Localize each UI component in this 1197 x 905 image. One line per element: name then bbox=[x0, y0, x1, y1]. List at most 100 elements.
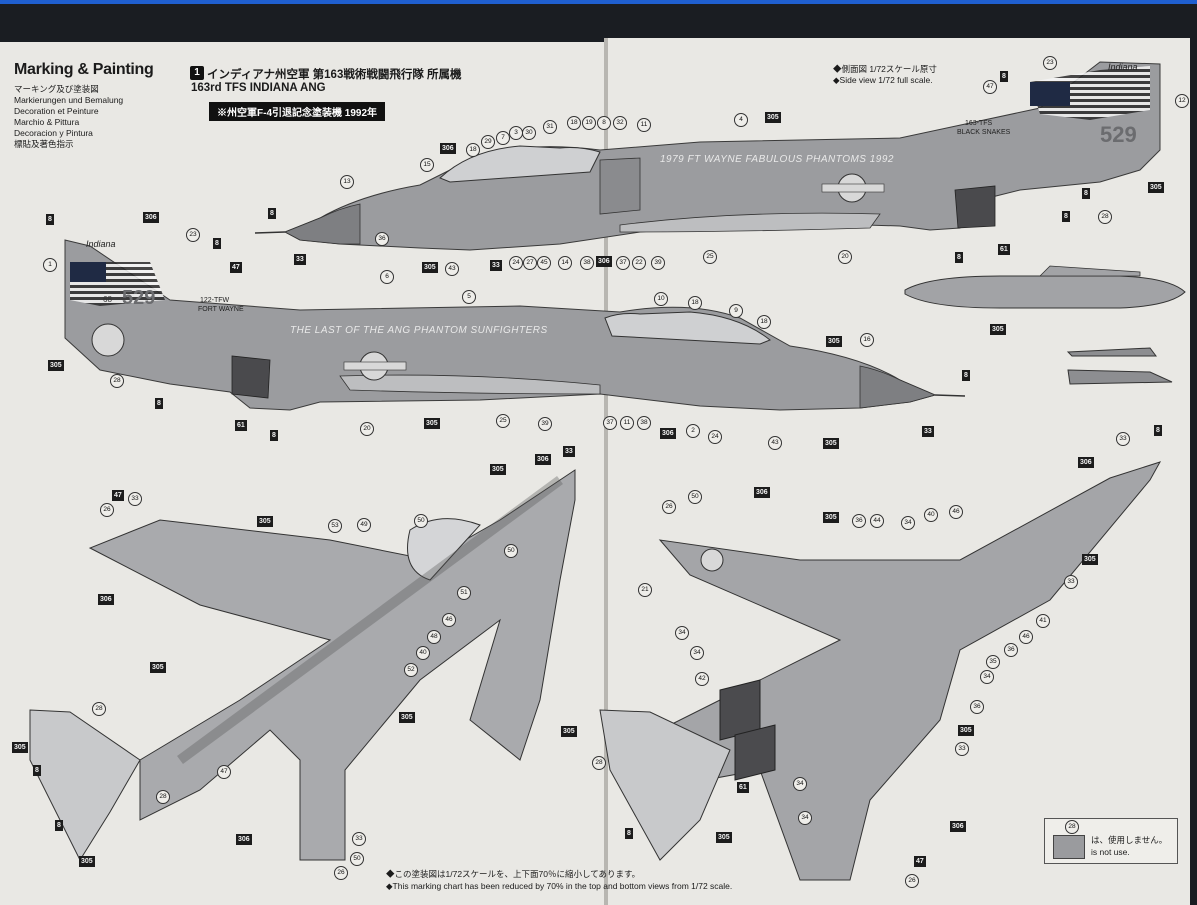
callout: 18 bbox=[757, 315, 771, 329]
callout: 52 bbox=[404, 663, 418, 677]
plan-view-bottom bbox=[599, 461, 1162, 881]
callout: 46 bbox=[442, 613, 456, 627]
callout: 26 bbox=[662, 500, 676, 514]
paint-code: 305 bbox=[765, 112, 781, 123]
callout: 28 bbox=[592, 756, 606, 770]
callout: 24 bbox=[509, 256, 523, 270]
callout: 43 bbox=[445, 262, 459, 276]
plan-view-top-spine bbox=[177, 475, 563, 765]
callout: 53 bbox=[328, 519, 342, 533]
paint-code: 305 bbox=[422, 262, 438, 273]
paint-code: 305 bbox=[716, 832, 732, 843]
callout: 36 bbox=[852, 514, 866, 528]
callout: 26 bbox=[334, 866, 348, 880]
callout: 10 bbox=[654, 292, 668, 306]
callout: 39 bbox=[651, 256, 665, 270]
callout: 36 bbox=[375, 232, 389, 246]
paint-code: 8 bbox=[1154, 425, 1162, 436]
paint-code: 305 bbox=[48, 360, 64, 371]
side-view-right-roundel-bar bbox=[821, 183, 885, 193]
paint-code: 8 bbox=[55, 820, 63, 831]
footer-note-jp: ◆この塗装図は1/72スケールを、上下面70％に縮小してあります。 bbox=[386, 869, 641, 879]
callout: 28 bbox=[156, 790, 170, 804]
side-view-left-fin-name: Indiana bbox=[86, 239, 116, 249]
paint-code: 33 bbox=[294, 254, 306, 265]
callout: 51 bbox=[457, 586, 471, 600]
callout: 33 bbox=[128, 492, 142, 506]
paint-code: 306 bbox=[1078, 457, 1094, 468]
side-view-left-tail-year: 68 bbox=[103, 295, 112, 304]
callout: 50 bbox=[414, 514, 428, 528]
paint-code: 33 bbox=[490, 260, 502, 271]
paint-code: 8 bbox=[955, 252, 963, 263]
side-view-left-radome bbox=[859, 365, 937, 409]
paint-code: 305 bbox=[561, 726, 577, 737]
drop-tank-fin bbox=[1039, 265, 1141, 277]
drop-tank-drawings bbox=[904, 265, 1186, 385]
callout: 42 bbox=[695, 672, 709, 686]
paint-code: 305 bbox=[826, 336, 842, 347]
plan-view-top-airframe bbox=[88, 469, 576, 861]
paint-code: 305 bbox=[1148, 182, 1164, 193]
side-view-right-fin-flag bbox=[1030, 66, 1150, 120]
paint-code: 8 bbox=[155, 398, 163, 409]
title-lang-de: Markierungen und Bemalung bbox=[14, 95, 124, 105]
callout: 41 bbox=[1036, 614, 1050, 628]
side-view-left-fin-badge bbox=[91, 323, 125, 357]
paint-code: 8 bbox=[1082, 188, 1090, 199]
callout: 20 bbox=[838, 250, 852, 264]
unit-name-en: 163rd TFS INDIANA ANG bbox=[191, 82, 326, 94]
callout: 39 bbox=[538, 417, 552, 431]
paint-code: 306 bbox=[98, 594, 114, 605]
callout: 18 bbox=[567, 116, 581, 130]
page-title: Marking & Painting bbox=[14, 61, 154, 78]
callout: 46 bbox=[1019, 630, 1033, 644]
paint-code: 33 bbox=[922, 426, 934, 437]
callout: 9 bbox=[729, 304, 743, 318]
side-view-right-tail-number: 529 bbox=[1100, 122, 1137, 147]
callout: 40 bbox=[416, 646, 430, 660]
callout: 3 bbox=[509, 126, 523, 140]
unit-name-jp: インディアナ州空軍 第163戦術戦闘飛行隊 所属機 bbox=[207, 69, 462, 81]
callout: 6 bbox=[380, 270, 394, 284]
side-view-right-exhaust bbox=[954, 185, 996, 229]
paint-code: 8 bbox=[268, 208, 276, 219]
callout: 20 bbox=[360, 422, 374, 436]
callout: 33 bbox=[352, 832, 366, 846]
callout: 7 bbox=[496, 131, 510, 145]
callout: 37 bbox=[603, 416, 617, 430]
callout: 34 bbox=[901, 516, 915, 530]
side-view-left-fuselage-text: THE LAST OF THE ANG PHANTOM SUNFIGHTERS bbox=[290, 325, 548, 336]
scale-note-en: ◆Side view 1/72 full scale. bbox=[833, 75, 933, 85]
pylon-2 bbox=[1067, 369, 1173, 385]
callout: 25 bbox=[496, 414, 510, 428]
side-view-left-roundel-bar bbox=[343, 361, 407, 371]
paint-code: 305 bbox=[958, 725, 974, 736]
callout: 2 bbox=[686, 424, 700, 438]
callout: 36 bbox=[1004, 643, 1018, 657]
paint-code: 306 bbox=[660, 428, 676, 439]
callout: 18 bbox=[688, 296, 702, 310]
callout: 26 bbox=[100, 503, 114, 517]
paint-code: 306 bbox=[535, 454, 551, 465]
callout: 49 bbox=[357, 518, 371, 532]
unit-number-badge: 1 bbox=[190, 66, 204, 80]
callout: 30 bbox=[522, 126, 536, 140]
side-view-left-unit-wing: 122-TFW bbox=[200, 297, 230, 304]
paint-code: 306 bbox=[143, 212, 159, 223]
paint-code: 306 bbox=[950, 821, 966, 832]
footer-note-en: ◆This marking chart has been reduced by … bbox=[386, 881, 733, 891]
paint-code: 47 bbox=[112, 490, 124, 501]
callout: 34 bbox=[798, 811, 812, 825]
callout: 38 bbox=[637, 416, 651, 430]
legend-text-en: is not use. bbox=[1091, 847, 1130, 857]
side-view-left-flag-stars bbox=[70, 262, 106, 282]
top-blue-edge bbox=[0, 0, 1197, 4]
paint-code: 306 bbox=[596, 256, 612, 267]
side-view-right-fuselage bbox=[283, 61, 1161, 251]
pylon-1 bbox=[1066, 347, 1157, 357]
callout: 23 bbox=[186, 228, 200, 242]
plan-view-top bbox=[29, 469, 576, 862]
